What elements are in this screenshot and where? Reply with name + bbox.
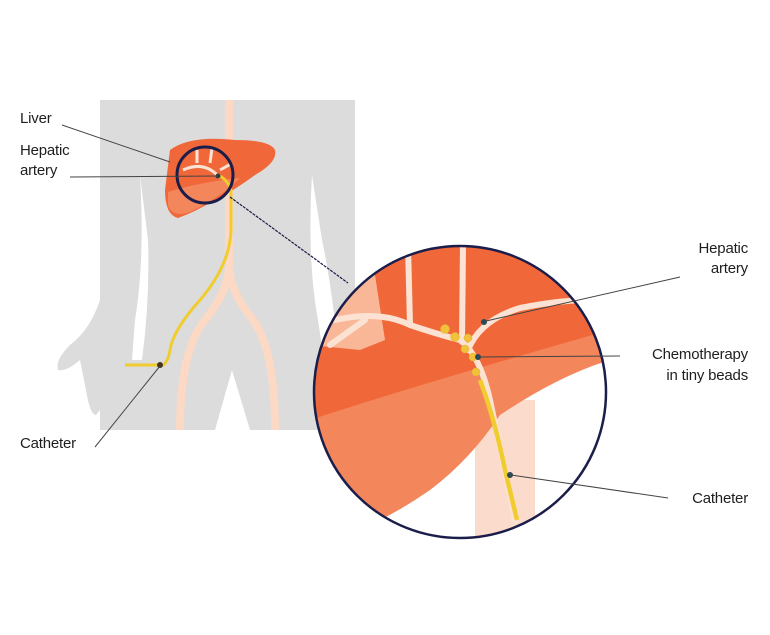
leader-lines xyxy=(61,124,681,499)
leg-gap xyxy=(215,370,250,430)
chemo-beads xyxy=(440,324,481,377)
aorta xyxy=(176,100,279,431)
zoomed-view xyxy=(314,246,606,538)
arm-gap-left xyxy=(132,175,149,360)
catheter-entry-marker xyxy=(157,362,163,368)
label-hepatic-artery-left-2: artery xyxy=(20,162,58,179)
label-chemotherapy-2: in tiny beads xyxy=(666,367,748,384)
label-hepatic-artery-left-1: Hepatic xyxy=(20,142,70,159)
label-catheter-left: Catheter xyxy=(20,435,76,452)
label-hepatic-artery-right-2: artery xyxy=(710,260,748,277)
label-hepatic-artery-right-1: Hepatic xyxy=(698,240,749,257)
label-chemotherapy-1: Chemotherapy xyxy=(652,346,748,363)
magnifier-connector xyxy=(229,196,349,284)
magnifier-ring-large xyxy=(312,244,608,540)
label-liver: Liver xyxy=(20,110,52,127)
liver-small-shading xyxy=(168,178,240,214)
catheter-body xyxy=(125,173,233,367)
label-catheter-right: Catheter xyxy=(692,490,748,507)
magnifier-ring-small xyxy=(175,145,235,205)
